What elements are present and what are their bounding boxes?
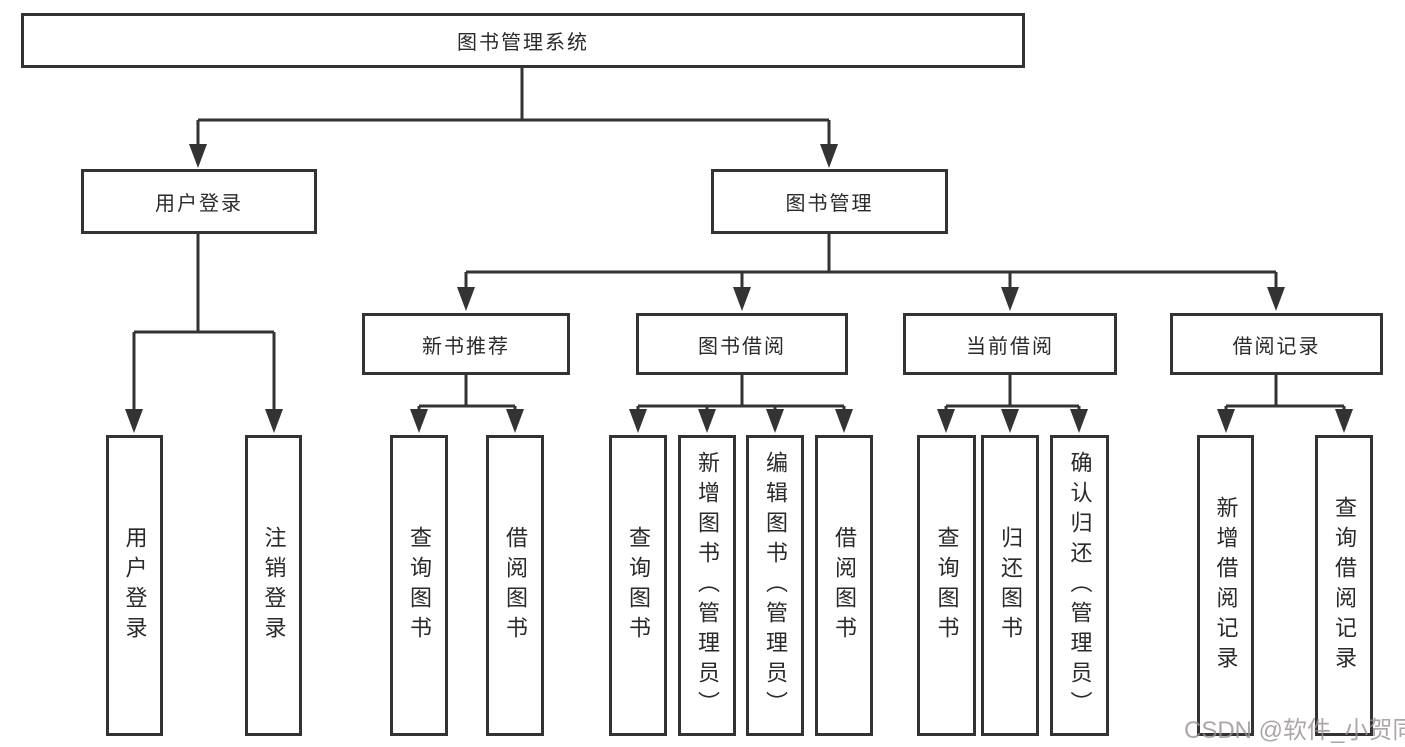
node-user-login-group-label: 用户登录 [155,193,243,215]
leaf-newbook-query-books: 查询图书 [390,435,448,736]
leaf-borrow-add-books-admin: 新增图书（管理员） [678,435,736,736]
node-book-management-group-label: 图书管理 [785,193,874,215]
connector-bookmgmt-to-level3 [464,234,1278,287]
leaf-borrow-query-books-label: 查询图书 [626,525,651,646]
leaf-record-query-borrow-record: 查询借阅记录 [1315,435,1373,736]
leaf-record-query-borrow-record-label: 查询借阅记录 [1332,495,1357,676]
leaf-borrow-borrow-books-label: 借阅图书 [832,525,857,646]
connector-newbook-to-leaves [417,375,517,409]
connector-userlogin-to-leaves [132,234,276,409]
node-book-management-group: 图书管理 [711,169,948,234]
leaf-newbook-query-books-label: 查询图书 [407,525,432,646]
node-current-borrow-label: 当前借阅 [966,335,1054,358]
connector-borrowrecord-to-leaves [1224,375,1346,409]
node-current-borrow: 当前借阅 [903,313,1117,375]
leaf-borrow-borrow-books: 借阅图书 [815,435,873,736]
leaf-logout-label: 注销登录 [261,525,287,646]
leaf-newbook-borrow-books-label: 借阅图书 [503,525,528,646]
leaf-current-confirm-return-admin: 确认归还（管理员） [1050,435,1109,736]
leaf-current-return-books-label: 归还图书 [998,525,1023,646]
node-root-label: 图书管理系统 [457,32,589,54]
leaf-current-query-books: 查询图书 [917,435,976,736]
node-root: 图书管理系统 [21,13,1025,68]
leaf-borrow-edit-books-admin: 编辑图书（管理员） [746,435,804,736]
leaf-user-login: 用户登录 [106,435,163,736]
csdn-watermark: CSDN @软件_小贺同学 [1184,717,1405,744]
node-user-login-group: 用户登录 [81,169,317,234]
leaf-newbook-borrow-books: 借阅图书 [486,435,544,736]
leaf-borrow-add-books-admin-label: 新增图书（管理员） [695,450,720,721]
leaf-current-return-books: 归还图书 [981,435,1039,736]
connector-root-to-level2 [196,67,831,144]
connector-currentborrow-to-leaves [944,375,1081,409]
leaf-logout: 注销登录 [245,435,302,736]
node-book-borrow-label: 图书借阅 [698,335,786,358]
node-new-book-recommend: 新书推荐 [362,313,570,375]
node-borrow-record-label: 借阅记录 [1232,335,1321,358]
node-book-borrow: 图书借阅 [636,313,848,375]
leaf-record-add-borrow-record-label: 新增借阅记录 [1213,495,1239,676]
leaf-borrow-edit-books-admin-label: 编辑图书（管理员） [763,450,788,721]
node-borrow-record: 借阅记录 [1170,313,1383,375]
leaf-current-confirm-return-admin-label: 确认归还（管理员） [1067,450,1093,721]
leaf-borrow-query-books: 查询图书 [609,435,667,736]
leaf-current-query-books-label: 查询图书 [934,525,960,646]
connector-bookborrow-to-leaves [636,375,846,409]
leaf-record-add-borrow-record: 新增借阅记录 [1197,435,1254,736]
node-new-book-recommend-label: 新书推荐 [422,335,510,358]
leaf-user-login-label: 用户登录 [122,525,148,646]
